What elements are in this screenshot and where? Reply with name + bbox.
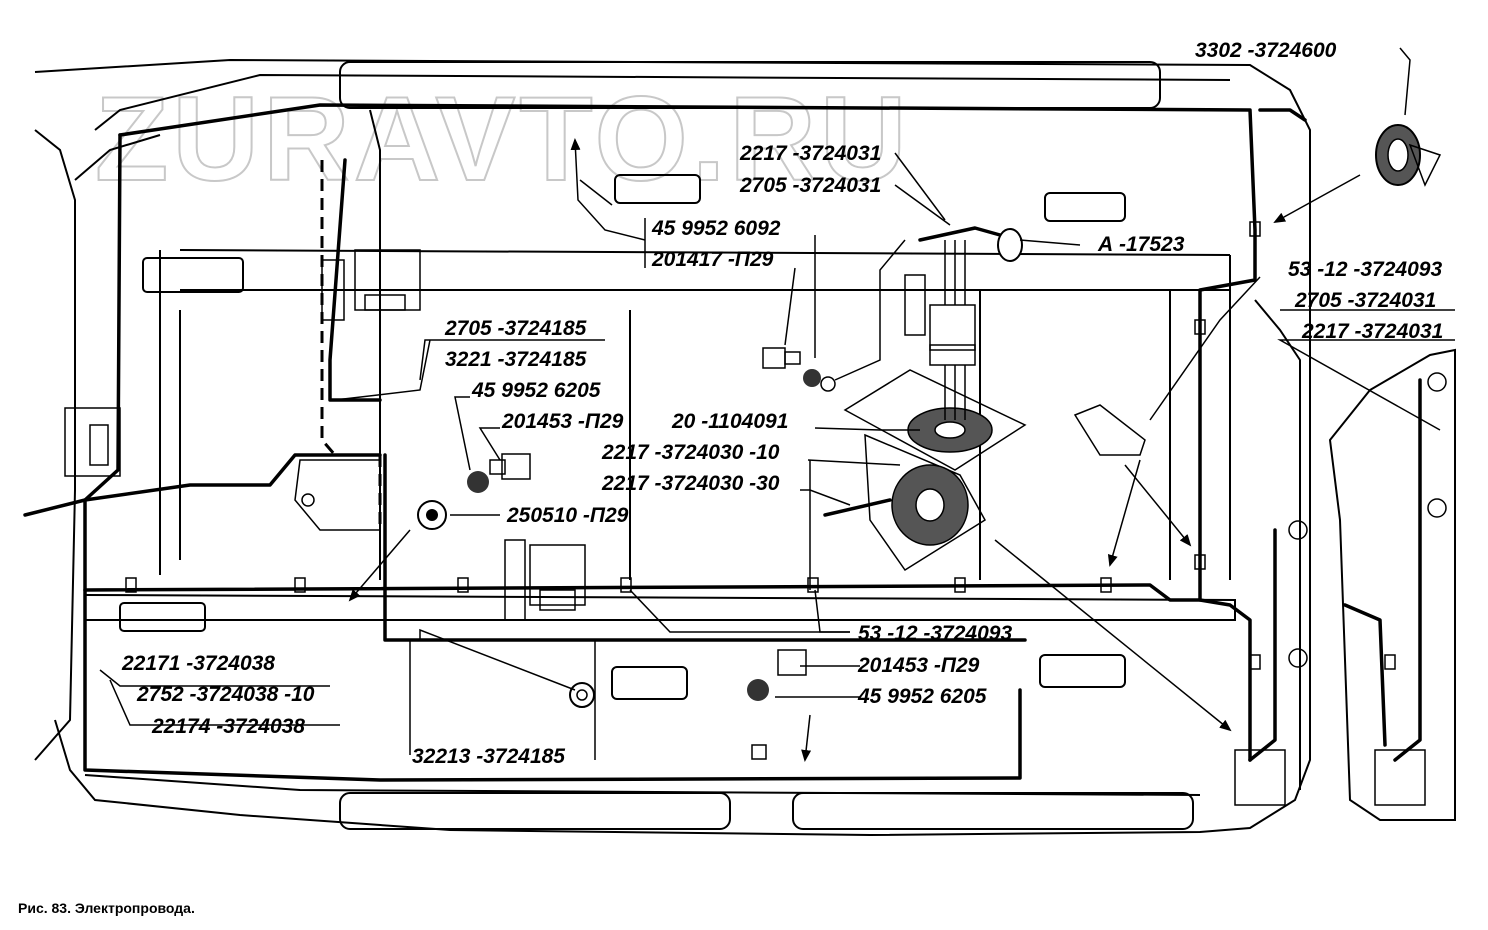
label-201453-p29-upper: 201453 -П29 xyxy=(501,410,624,433)
label-22171-3724038: 22171 -3724038 xyxy=(121,652,275,675)
label-45-9952-6205-upper: 45 9952 6205 xyxy=(471,379,601,402)
label-20-1104091: 20 -1104091 xyxy=(671,410,788,433)
harness xyxy=(23,103,1422,782)
ground-terminal xyxy=(294,459,381,531)
label-2217-3724030-30: 2217 -3724030 -30 xyxy=(601,472,780,495)
connector-block-left xyxy=(321,249,421,321)
label-201417-p29: 201417 -П29 xyxy=(651,248,774,271)
cable-clip xyxy=(1073,404,1146,456)
label-2705-3724031-right: 2705 -3724031 xyxy=(1294,289,1436,312)
label-45-9952-6205-lower: 45 9952 6205 xyxy=(857,685,987,708)
leader-lines xyxy=(99,47,1455,762)
label-2752-3724038-10: 2752 -3724038 -10 xyxy=(136,683,315,706)
label-250510-p29: 250510 -П29 xyxy=(506,504,629,527)
label-3302-3724600: 3302 -3724600 xyxy=(1195,39,1337,62)
watermark: ZURAVTO.RU xyxy=(95,72,911,206)
label-2217-3724030-10: 2217 -3724030 -10 xyxy=(601,441,780,464)
part-labels: 3302 -3724600 2217 -3724031 2705 -372403… xyxy=(121,39,1443,768)
tail-light-connector xyxy=(1375,124,1442,187)
rear-lamp-sockets xyxy=(1234,372,1447,806)
label-45-9952-6092: 45 9952 6092 xyxy=(651,217,781,240)
label-22174-3724038: 22174 -3724038 xyxy=(151,715,305,738)
bolt-and-washer-set xyxy=(417,347,821,760)
label-3221-3724185: 3221 -3724185 xyxy=(445,348,587,371)
label-32213-3724185: 32213 -3724185 xyxy=(412,745,565,768)
label-2705-3724185: 2705 -3724185 xyxy=(444,317,587,340)
label-201453-p29-lower: 201453 -П29 xyxy=(857,654,980,677)
label-2217-3724031-top: 2217 -3724031 xyxy=(739,142,881,165)
label-a-17523: А -17523 xyxy=(1097,233,1185,256)
figure-caption: Рис. 83. Электропровода. xyxy=(18,900,195,916)
label-2217-3724031-right: 2217 -3724031 xyxy=(1301,320,1443,343)
label-53-12-3724093-bottom: 53 -12 -3724093 xyxy=(858,622,1012,645)
label-53-12-3724093-right: 53 -12 -3724093 xyxy=(1288,258,1442,281)
harness-clamps xyxy=(125,221,1396,670)
switch-block xyxy=(64,407,121,477)
label-2705-3724031-top: 2705 -3724031 xyxy=(739,174,881,197)
connector-block-center xyxy=(504,539,586,621)
grommet-assembly xyxy=(820,226,1027,572)
